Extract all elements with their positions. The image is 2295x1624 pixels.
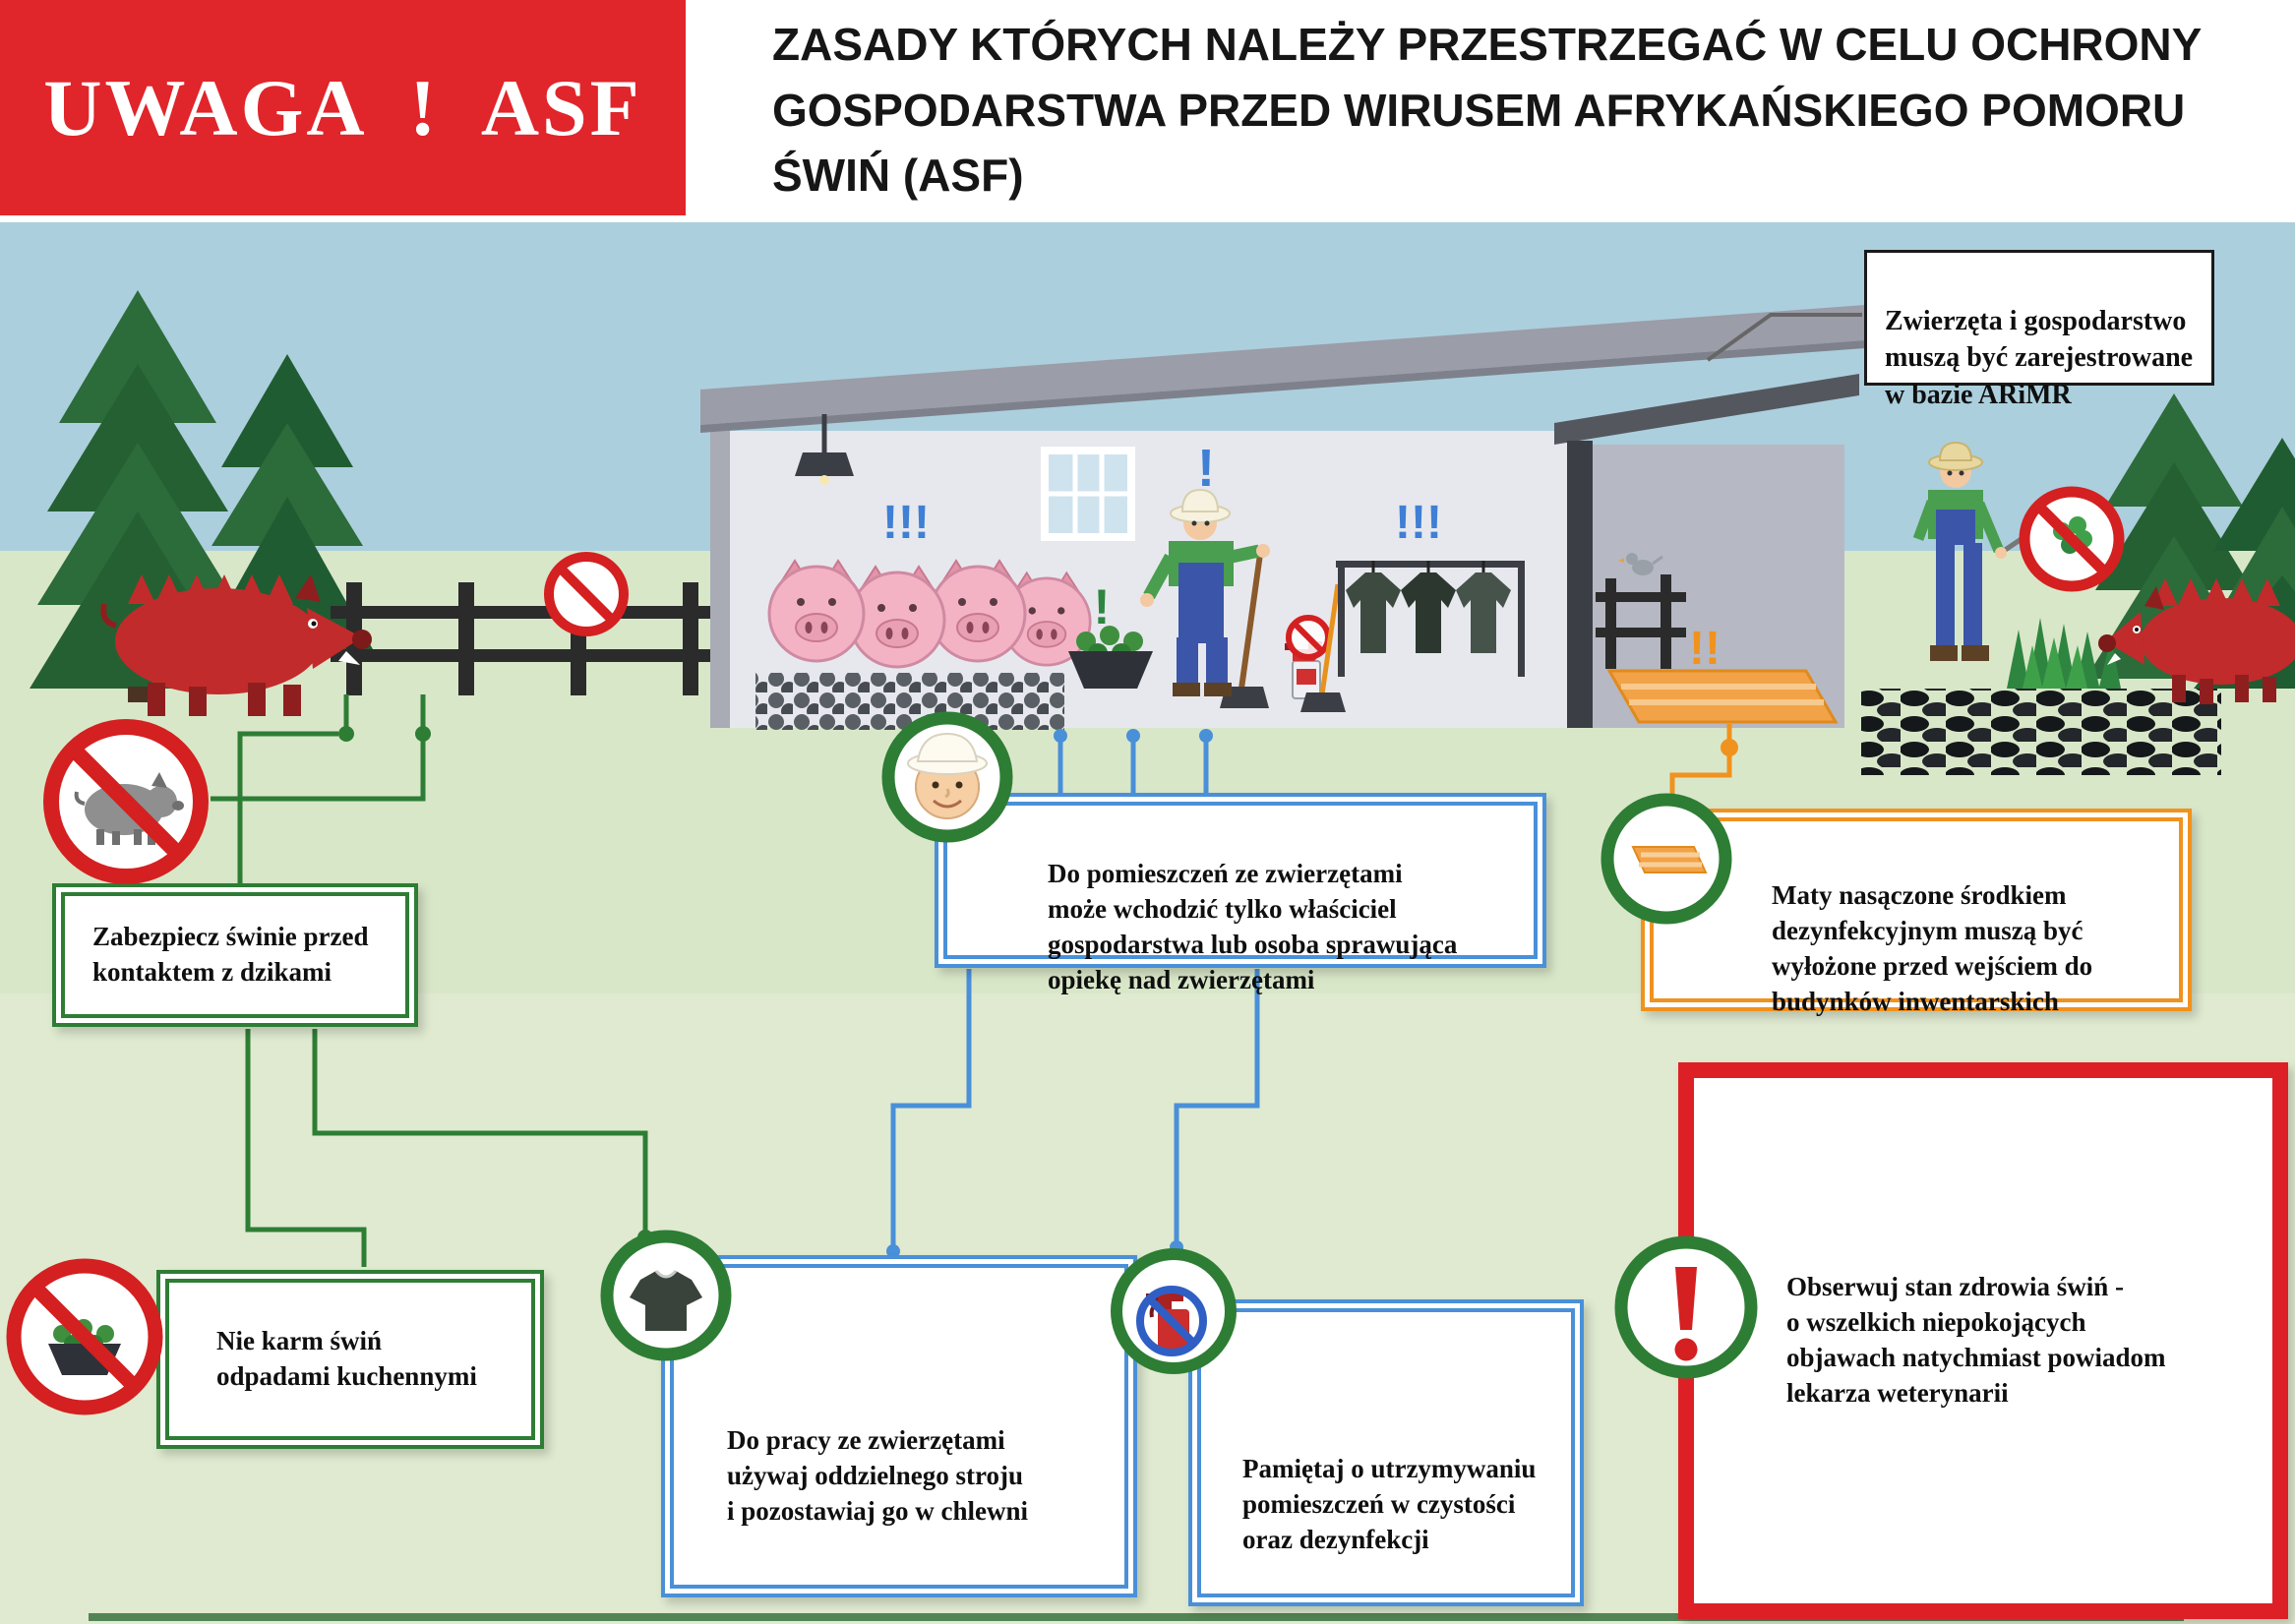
- connector-traces-orange: [1669, 724, 1738, 795]
- spray-bottle-barn-icon: [1285, 615, 1331, 699]
- poster-title: ZASADY KTÓRYCH NALEŻY PRZESTRZEGAĆ W CEL…: [772, 19, 2203, 202]
- grass-tuft: [2007, 618, 2121, 689]
- callout-boar-contact: Zabezpiecz świnie przed kontaktem z dzik…: [52, 883, 418, 1027]
- callout-health-watch-text: Obserwuj stan zdrowia świń - o wszelkich…: [1786, 1272, 2166, 1408]
- wild-boar-right: [2098, 578, 2295, 704]
- callout-cleanliness: Pamiętaj o utrzymywaniu pomieszczeń w cz…: [1188, 1299, 1584, 1606]
- prohibition-sign-boar-icon: [43, 719, 209, 884]
- roof-pillar: [1567, 441, 1593, 728]
- callout-health-watch: Obserwuj stan zdrowia świń - o wszelkich…: [1678, 1062, 2288, 1619]
- spray-bottle-icon: [1111, 1248, 1237, 1374]
- stone-mounds: [1861, 689, 2221, 775]
- disinfection-mat-icon: [1600, 793, 1732, 925]
- wild-boar-left: [100, 574, 372, 716]
- window-icon: [1041, 447, 1135, 541]
- callout-kitchen-waste: Nie karm świń odpadami kuchennymi: [156, 1270, 544, 1449]
- farm-building: [700, 305, 1865, 730]
- warning-banner-text: UWAGA ! ASF: [43, 62, 642, 152]
- alert-mark-trough: !: [1094, 579, 1111, 634]
- alert-mark-farmer: !: [1197, 439, 1215, 498]
- lamp-icon: [795, 414, 854, 485]
- cobblestone-floor: [755, 673, 1064, 730]
- alert-marks: !!! ! ! !!! !!: [882, 439, 1721, 675]
- farmer-right: [1912, 441, 2064, 661]
- callout-entry-rules: Do pomieszczeń ze zwierzętami może wchod…: [935, 793, 1546, 994]
- prohibition-sign-waste-icon: [6, 1258, 163, 1415]
- exclamation-icon: [1614, 1235, 1758, 1379]
- roof: [700, 305, 1865, 425]
- alert-mark-clothes: !!!: [1395, 497, 1442, 549]
- registration-pointer-line: [1706, 313, 1862, 362]
- small-fence: [1596, 574, 1686, 669]
- callout-disinfection-mats-text: Maty nasączone środkiem dezynfekcyjnym m…: [1772, 879, 2093, 1016]
- connector-traces-green: [211, 694, 653, 1267]
- prohibition-sign-forage-icon: [2019, 486, 2125, 592]
- farmer-in-barn: [1140, 488, 1270, 708]
- bird-icon: [1618, 553, 1663, 575]
- clothes-rack: [1336, 559, 1525, 677]
- farmer-face-icon: [881, 711, 1013, 843]
- callout-registration-text: Zwierzęta i gospodarstwo muszą być zarej…: [1885, 306, 2194, 410]
- tshirt-icon: [600, 1230, 732, 1361]
- alert-mark-pigs: !!!: [882, 497, 930, 549]
- bottom-edge-strip: [89, 1613, 2184, 1621]
- callout-registration: Zwierzęta i gospodarstwo muszą być zarej…: [1864, 250, 2214, 410]
- callout-cleanliness-text: Pamiętaj o utrzymywaniu pomieszczeń w cz…: [1242, 1453, 1537, 1554]
- callout-boar-contact-text: Zabezpiecz świnie przed kontaktem z dzik…: [92, 922, 369, 987]
- callout-work-clothing: Do pracy ze zwierzętami używaj oddzielne…: [661, 1255, 1137, 1597]
- callout-disinfection-mats: Maty nasączone środkiem dezynfekcyjnym m…: [1641, 809, 2192, 1016]
- callout-kitchen-waste-text: Nie karm świń odpadami kuchennymi: [216, 1326, 477, 1391]
- alert-mark-mat: !!: [1689, 623, 1721, 675]
- warning-banner: UWAGA ! ASF: [0, 0, 686, 215]
- disinfection-mat: [1606, 669, 1839, 724]
- feed-trough-icon: [1068, 626, 1153, 689]
- broom-icon: [1300, 583, 1346, 712]
- prohibition-sign-fence-icon: [544, 552, 629, 636]
- callout-entry-rules-text: Do pomieszczeń ze zwierzętami może wchod…: [1048, 858, 1458, 994]
- callout-work-clothing-text: Do pracy ze zwierzętami używaj oddzielne…: [727, 1424, 1028, 1526]
